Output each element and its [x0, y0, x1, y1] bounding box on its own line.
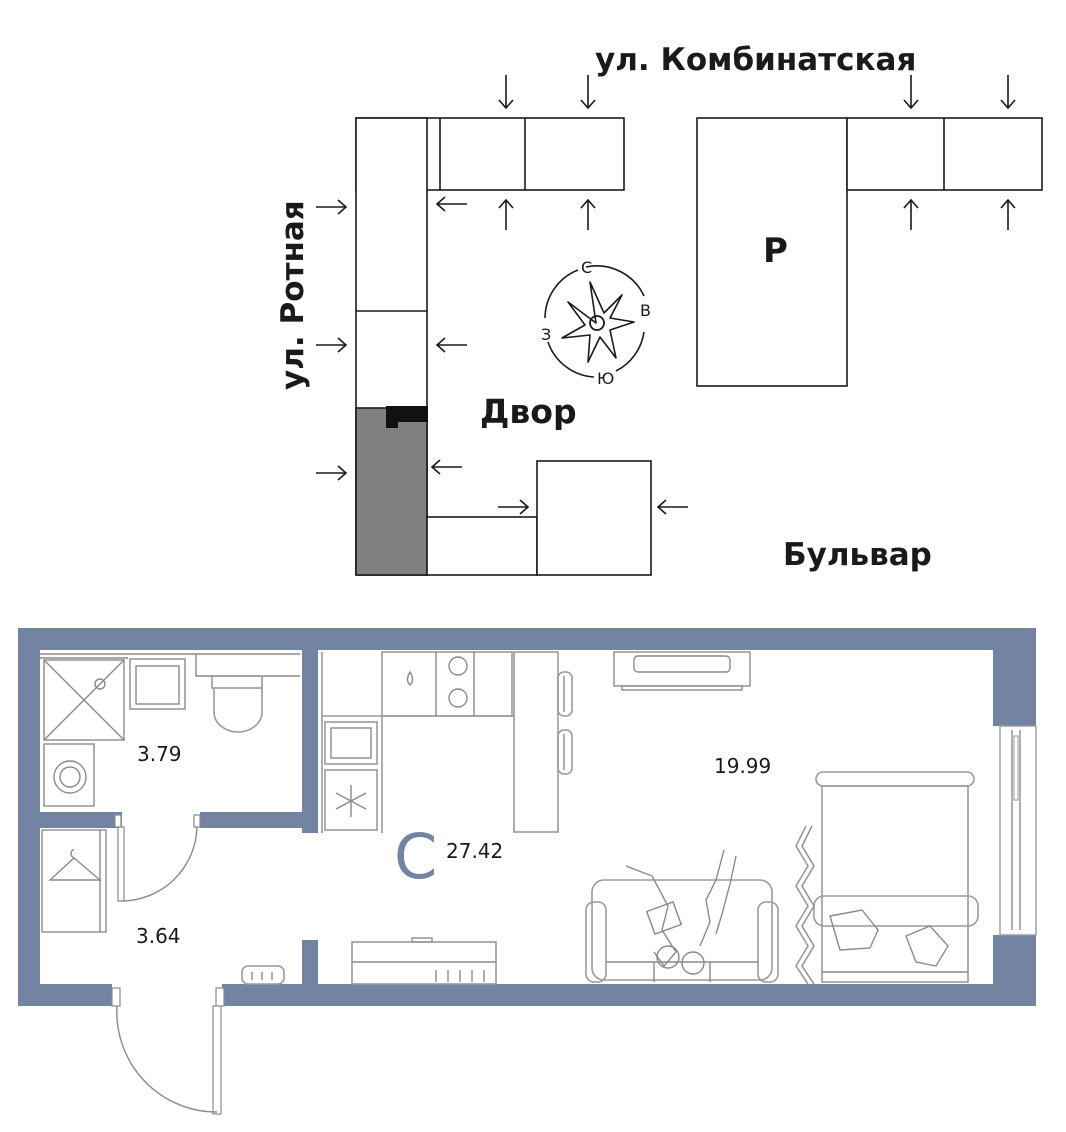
highlighted-section: [355, 407, 428, 576]
bar-counter: [513, 651, 559, 833]
bathroom-area: 3.79: [137, 742, 182, 766]
oven: [324, 721, 378, 765]
bathroom-door: [114, 814, 201, 902]
living-room: 19.99: [351, 651, 979, 985]
compass-rose: С В Ю З: [541, 258, 651, 388]
people-illustration: [625, 849, 737, 975]
hanger-icon: [48, 849, 102, 881]
partition-screen: [795, 825, 809, 985]
parking-label: P: [763, 231, 788, 271]
pillow: [829, 909, 879, 951]
street-label-left: ул. Ротная: [275, 200, 311, 390]
wardrobe: [41, 829, 107, 933]
building-left: [355, 117, 652, 576]
building-right: P: [696, 117, 1043, 387]
washing-machine: [43, 743, 95, 807]
compass-north: С: [581, 258, 592, 277]
toilet-tank: [211, 675, 263, 689]
bathroom-sink: [129, 658, 186, 710]
fridge: [324, 769, 378, 831]
window-right: [999, 725, 1037, 936]
dresser: [351, 941, 497, 985]
bathroom: 3.79: [40, 653, 300, 807]
courtyard-label: Двор: [480, 392, 577, 431]
entrance-door: [111, 987, 225, 1115]
hallway-area: 3.64: [136, 924, 181, 948]
entrance-arrows: [316, 75, 1016, 515]
shower-tray: [43, 659, 125, 741]
living-room-area: 19.99: [714, 754, 771, 778]
snowflake-icon: [335, 785, 367, 817]
compass-west: З: [541, 325, 551, 344]
hallway: 3.64: [41, 829, 285, 985]
toilet-bowl: [213, 688, 263, 733]
pillow: [905, 925, 949, 967]
bar-stool: [557, 671, 573, 717]
floor-plan: 3.79 3.64: [18, 628, 1037, 1115]
compass-south: Ю: [597, 369, 614, 388]
kitchen-sink-icon: [406, 670, 414, 686]
apartment-type-letter: С: [394, 820, 437, 893]
bar-stool: [557, 729, 573, 775]
total-area: 27.42: [446, 839, 503, 863]
shoe-rack: [241, 965, 285, 985]
stove-burner-icon: [448, 656, 468, 676]
street-label-top: ул. Комбинатская: [595, 42, 916, 78]
street-label-right: Бульвар: [783, 537, 932, 573]
site-plan: ул. Комбинатская ул. Ротная Бульвар Двор…: [275, 42, 1043, 576]
kitchen: [321, 651, 573, 833]
bed: [813, 771, 979, 983]
compass-east: В: [640, 301, 651, 320]
walls: [18, 628, 1036, 1006]
stove-burner-icon: [448, 688, 468, 708]
